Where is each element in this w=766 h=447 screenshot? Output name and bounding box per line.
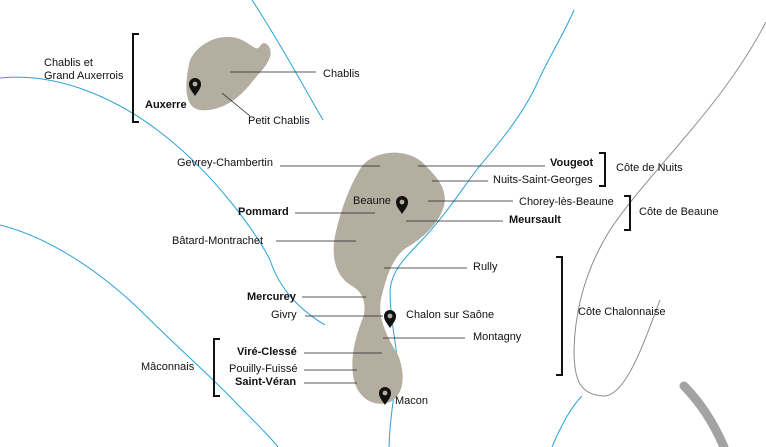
river-north (251, 0, 324, 121)
appellation-vire-clesse: Viré-Clessé (237, 346, 297, 358)
appellation-gevrey-chambertin: Gevrey-Chambertin (177, 157, 273, 169)
appellation-petit-chablis: Petit Chablis (248, 115, 310, 127)
appellation-chorey-les-beaune: Chorey-lès-Beaune (519, 196, 614, 208)
appellation-montagny: Montagny (473, 331, 522, 343)
maconnais-bracket (213, 338, 220, 397)
town-macon: Macon (395, 395, 429, 407)
chablis-region-shape (186, 36, 271, 111)
leader-petit-chablis (221, 92, 251, 117)
cote-de-beaune-bracket (624, 195, 631, 231)
road-light (573, 21, 766, 397)
town-beaune: Beaune (353, 195, 391, 207)
appellation-vougeot: Vougeot (550, 157, 594, 169)
group-label-cote-de-beaune: Côte de Beaune (639, 206, 719, 218)
cote-de-nuits-bracket (599, 152, 606, 187)
map-pin-icon (189, 78, 201, 96)
group-label-cote-de-nuits: Côte de Nuits (616, 162, 683, 174)
chablis-bracket (132, 33, 139, 123)
appellation-nuits-saint-georges: Nuits-Saint-Georges (493, 174, 593, 186)
road-dark (679, 381, 729, 447)
group-label-chablis: Chablis et Grand Auxerrois (44, 57, 124, 82)
leader-lines (221, 71, 545, 384)
map-pin-icon (396, 196, 408, 214)
appellation-batard-montrachet: Bâtard-Montrachet (172, 235, 264, 247)
map-pin-icon (384, 310, 396, 328)
appellation-rully: Rully (473, 261, 498, 273)
appellation-givry: Givry (271, 309, 297, 321)
town-auxerre: Auxerre (145, 99, 187, 111)
appellation-mercurey: Mercurey (247, 291, 296, 303)
appellation-chablis: Chablis (323, 68, 360, 80)
river-se (551, 395, 583, 447)
river-sw (0, 224, 279, 447)
appellation-meursault: Meursault (509, 214, 561, 226)
town-chalon-sur-saone: Chalon sur Saône (406, 309, 495, 321)
group-label-maconnais: Mâconnais (141, 361, 195, 373)
appellation-saint-veran: Saint-Véran (235, 376, 297, 388)
cote-chalonnaise-bracket (556, 256, 563, 376)
appellation-pouilly-fuisse: Pouilly-Fuissé (229, 363, 298, 375)
burgundy-region-shape (333, 152, 445, 404)
river-west (0, 76, 326, 326)
map-pin-icon (379, 387, 391, 405)
appellation-pommard: Pommard (238, 206, 289, 218)
group-label-cote-chalonnaise: Côte Chalonnaise (578, 306, 666, 318)
